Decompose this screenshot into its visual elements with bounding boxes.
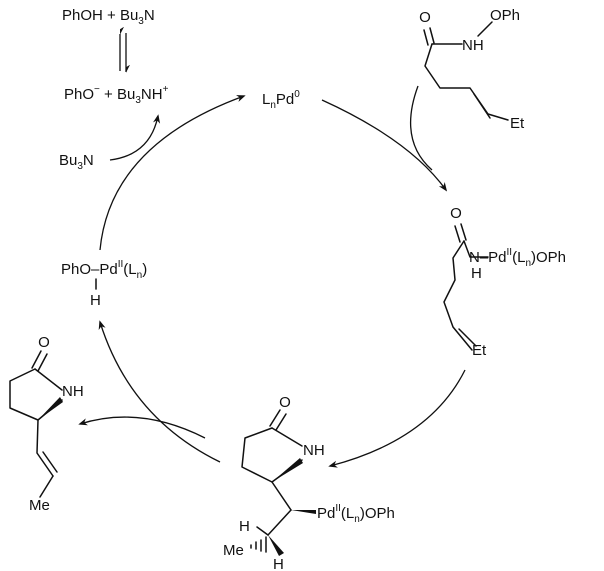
svg-text:PhO− + Bu3NH+: PhO− + Bu3NH+ <box>64 84 169 106</box>
product-methyl: Me <box>29 497 50 514</box>
product-molecule: O NH Me <box>9 334 84 514</box>
alkyl-h-top: H <box>239 518 250 535</box>
hashed-bond <box>250 536 267 553</box>
pd-hydride-complex: PhO–PdII(Ln) H <box>61 259 147 309</box>
equilibrium-arrows <box>119 26 130 73</box>
amido-pd-complex: O N–PdII(Ln)OPh H Et <box>443 205 566 359</box>
amido-oxygen: O <box>450 205 462 222</box>
alkyl-h-bottom: H <box>273 556 284 571</box>
substrate-molecule: O NH OPh Et <box>419 7 525 132</box>
svg-text:PhO–PdII(Ln): PhO–PdII(Ln) <box>61 259 147 281</box>
substrate-oxygen: O <box>419 9 431 26</box>
catalyst-pd0-label: LnPd0 <box>262 89 300 111</box>
alkyl-methyl: Me <box>223 542 244 559</box>
alkyl-pd: PdII(Ln)OPh <box>317 503 395 525</box>
alkyl-oxygen: O <box>279 394 291 411</box>
alkyl-pd-complex: O NH PdII(Ln)OPh H Me H <box>223 394 395 571</box>
svg-text:Bu3N: Bu3N <box>59 152 94 172</box>
tributylamine-label: Bu3N <box>59 152 94 172</box>
svg-text:LnPd0: LnPd0 <box>262 89 300 111</box>
phenoxide-ammonium-label: PhO− + Bu3NH+ <box>64 84 169 106</box>
amido-n-pd: N–PdII(Ln)OPh <box>469 247 566 269</box>
cycle-arrows <box>78 85 466 468</box>
product-oxygen: O <box>38 334 50 351</box>
hydride-h: H <box>90 292 101 309</box>
amido-ethyl: Et <box>472 342 487 359</box>
substrate-oph: OPh <box>490 7 520 24</box>
product-nh: NH <box>62 383 84 400</box>
amido-h: H <box>471 265 482 282</box>
substrate-nh: NH <box>462 37 484 54</box>
alkyl-nh: NH <box>303 442 325 459</box>
svg-text:PhOH + Bu3N: PhOH + Bu3N <box>62 7 155 27</box>
phenol-tributylamine-label: PhOH + Bu3N <box>62 7 155 27</box>
substrate-ethyl: Et <box>510 115 525 132</box>
